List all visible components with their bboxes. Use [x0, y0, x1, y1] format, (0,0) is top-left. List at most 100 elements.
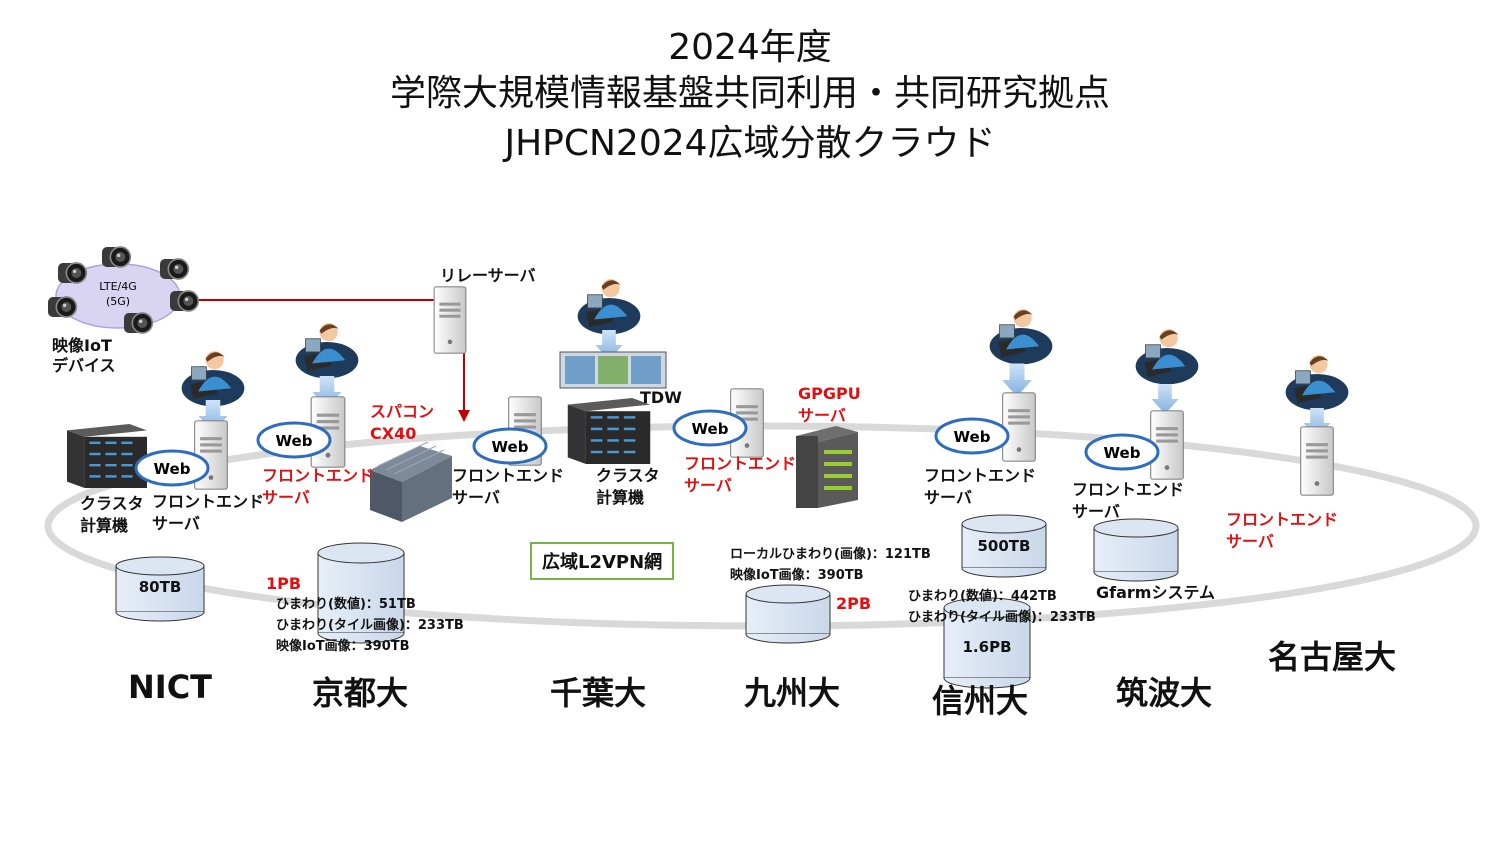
frontend-label: サーバ	[684, 476, 732, 495]
university-tsukuba: 筑波大	[1116, 674, 1213, 712]
relay-server-icon	[433, 286, 467, 354]
cluster-label: 計算機	[80, 516, 129, 535]
university-nagoya: 名古屋大	[1268, 638, 1397, 676]
tdw-label: TDW	[640, 388, 682, 407]
iot-cloud-label: (5G)	[106, 295, 130, 308]
frontend-label: サーバ	[924, 488, 972, 507]
network-label: 広域L2VPN網	[530, 542, 675, 580]
frontend-label: サーバ	[452, 488, 500, 507]
storage-system-label: Gfarmシステム	[1096, 583, 1215, 602]
web-label: Web	[954, 428, 991, 446]
frontend-label: フロントエンド	[262, 466, 375, 485]
title-year: 2024年度	[668, 27, 832, 68]
supercomputer-label: スパコン	[370, 402, 435, 421]
storage-disk-bottom	[1093, 571, 1179, 582]
storage-capacity: 80TB	[138, 578, 182, 596]
storage-detail: 映像IoT画像：390TB	[730, 568, 864, 583]
storage-disk-top	[317, 542, 405, 564]
cluster-label: クラスタ	[596, 466, 660, 485]
user-icon	[577, 278, 641, 335]
frontend-label: フロントエンド	[452, 466, 565, 485]
user-icon	[181, 350, 245, 407]
relay-arrowhead	[458, 410, 470, 422]
university-kyoto: 京都大	[312, 674, 409, 712]
down-arrow-icon	[1151, 384, 1179, 414]
university-nict: NICT	[128, 668, 212, 706]
supercomputer-icon	[370, 441, 452, 522]
web-ellipse	[472, 427, 548, 465]
down-arrow-icon	[1002, 363, 1032, 397]
storage-disk-bottom	[115, 611, 205, 622]
storage-disk	[317, 552, 405, 634]
frontend-label: サーバ	[1226, 532, 1274, 551]
storage-detail: ひまわり(数値)：51TB	[276, 597, 416, 612]
frontend-server-icon	[1299, 426, 1335, 496]
frontend-label: フロントエンド	[152, 492, 265, 511]
frontend-label: フロントエンド	[924, 466, 1037, 485]
storage-disk-top	[115, 556, 205, 576]
storage-detail: 映像IoT画像：390TB	[276, 639, 410, 654]
storage-capacity: 1PB	[266, 574, 302, 593]
camera-icon	[101, 246, 132, 268]
frontend-label: フロントエンド	[1072, 480, 1185, 499]
camera-icon	[169, 290, 200, 312]
camera-icon	[159, 258, 190, 280]
web-ellipse	[134, 449, 210, 487]
gpgpu-server-icon	[796, 426, 858, 508]
title-main: 学際大規模情報基盤共同利用・共同研究拠点	[389, 73, 1110, 114]
storage-disk-bottom	[317, 632, 405, 644]
storage-disk-top	[745, 584, 831, 604]
storage-detail: ひまわり(数値)：442TB	[908, 589, 1057, 604]
title-sub: JHPCN2024広域分散クラウド	[504, 123, 996, 164]
camera-icon	[123, 312, 154, 334]
storage-detail: ひまわり(タイル画像)：233TB	[908, 610, 1096, 625]
user-icon	[295, 322, 359, 379]
cluster-rack-icon	[567, 398, 651, 464]
storage-detail: ローカルひまわり(画像)：121TB	[730, 547, 931, 562]
web-ellipse	[1084, 433, 1160, 471]
web-label: Web	[154, 460, 191, 478]
gpgpu-label: GPGPU	[798, 384, 861, 403]
web-ellipse	[256, 421, 332, 459]
university-kyushu: 九州大	[744, 674, 841, 712]
camera-icon	[57, 262, 88, 284]
relay-server-label: リレーサーバ	[440, 266, 536, 285]
user-icon	[989, 308, 1053, 365]
web-label: Web	[492, 438, 529, 456]
user-icon	[1135, 328, 1199, 385]
cluster-label: 計算機	[596, 488, 645, 507]
gpgpu-label: サーバ	[798, 406, 846, 425]
storage-capacity: 1.6PB	[962, 638, 1012, 656]
web-ellipse	[934, 417, 1010, 455]
web-ellipse	[672, 409, 748, 447]
frontend-server-icon	[1001, 392, 1037, 462]
storage-capacity: 2PB	[836, 594, 872, 613]
storage-capacity: 500TB	[977, 537, 1031, 555]
camera-icon	[47, 296, 78, 318]
web-label: Web	[692, 420, 729, 438]
storage-disk-bottom	[745, 633, 831, 644]
web-label: Web	[276, 432, 313, 450]
iot-cloud-label: LTE/4G	[99, 280, 137, 293]
storage-disk-bottom	[961, 567, 1047, 578]
web-label: Web	[1104, 444, 1141, 462]
storage-disk-top	[943, 597, 1031, 619]
university-shinshu: 信州大	[932, 682, 1029, 720]
storage-disk-top	[1093, 518, 1179, 538]
frontend-label: フロントエンド	[1226, 510, 1339, 529]
storage-detail: ひまわり(タイル画像)：233TB	[276, 618, 464, 633]
supercomputer-label: CX40	[370, 424, 417, 443]
cluster-label: クラスタ	[80, 494, 144, 513]
frontend-label: サーバ	[152, 514, 200, 533]
cluster-rack-icon	[67, 424, 147, 488]
storage-disk-bottom	[943, 677, 1031, 689]
frontend-label: サーバ	[262, 488, 310, 507]
iot-device-label: 映像IoT	[52, 336, 112, 355]
user-icon	[1285, 354, 1349, 411]
iot-device-label: デバイス	[52, 356, 116, 375]
frontend-label: サーバ	[1072, 502, 1120, 521]
storage-disk-top	[961, 514, 1047, 534]
frontend-label: フロントエンド	[684, 454, 797, 473]
storage-disk	[943, 607, 1031, 679]
